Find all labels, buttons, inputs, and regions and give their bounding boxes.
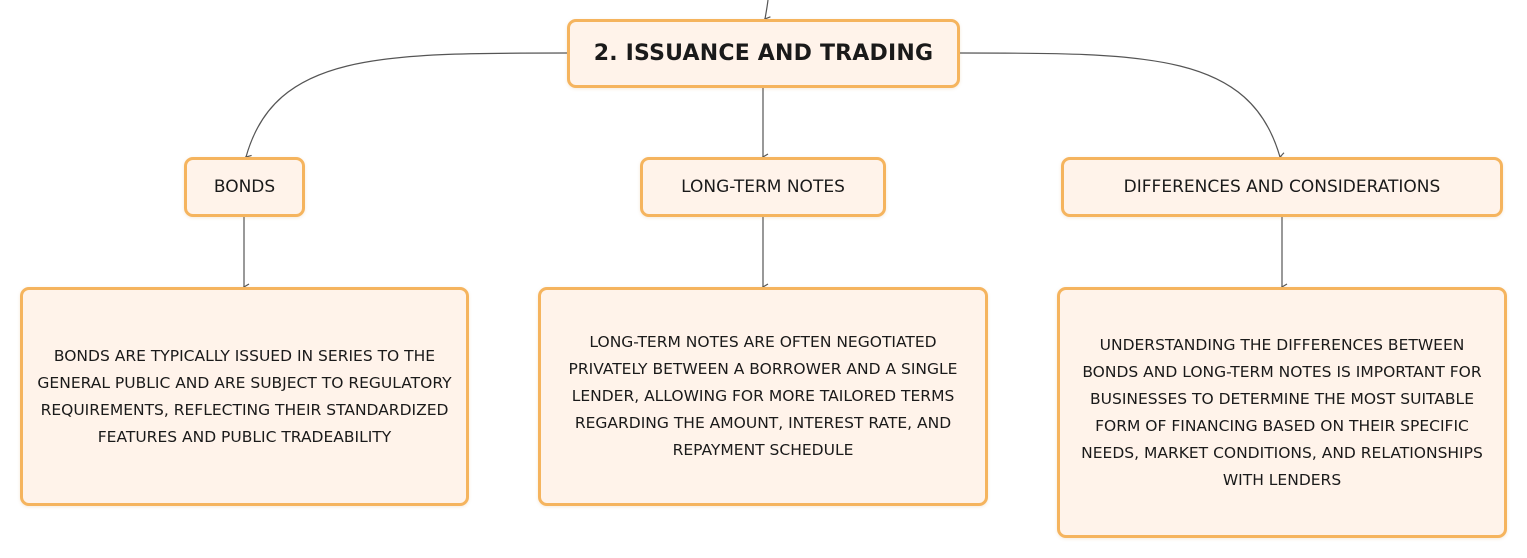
detail-text-long-term-notes: LONG-TERM NOTES ARE OFTEN NEGOTIATED PRI… [568,333,958,459]
detail-text-bonds: BONDS ARE TYPICALLY ISSUED IN SERIES TO … [37,346,452,446]
detail-node-differences[interactable]: UNDERSTANDING THE DIFFERENCES BETWEEN BO… [1057,287,1507,538]
detail-node-bonds[interactable]: BONDS ARE TYPICALLY ISSUED IN SERIES TO … [20,287,469,506]
topic-label-differences: DIFFERENCES AND CONSIDERATIONS [1123,177,1441,197]
topic-label-long-term-notes: LONG-TERM NOTES [681,177,845,197]
parent-connector [763,0,771,24]
topic-label-bonds: BONDS [213,177,276,197]
topic-node-long-term-notes[interactable]: LONG-TERM NOTES [640,157,886,217]
topic-node-differences[interactable]: DIFFERENCES AND CONSIDERATIONS [1061,157,1503,217]
topic-node-bonds[interactable]: BONDS [184,157,305,217]
detail-node-long-term-notes[interactable]: LONG-TERM NOTES ARE OFTEN NEGOTIATED PRI… [538,287,988,506]
connector-root-differences [959,52,1286,160]
connector-root-bonds [244,52,568,162]
detail-text-differences: UNDERSTANDING THE DIFFERENCES BETWEEN BO… [1081,335,1483,489]
root-label: 2. ISSUANCE AND TRADING [593,41,934,66]
root-node[interactable]: 2. ISSUANCE AND TRADING [567,19,960,88]
